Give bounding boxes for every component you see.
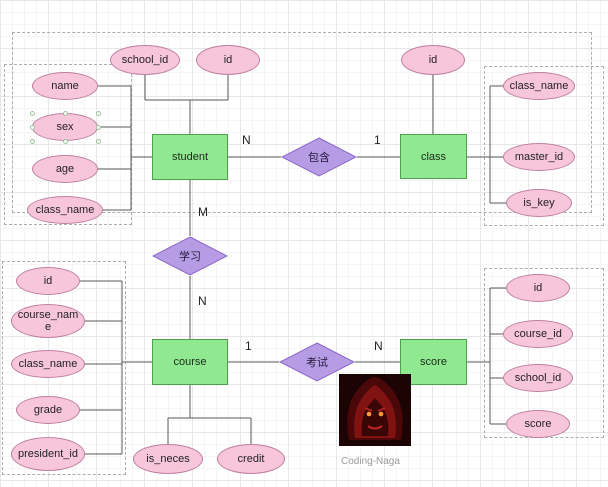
- connector-score-right-attributes[interactable]: [467, 287, 506, 425]
- attribute-credit[interactable]: credit: [217, 444, 285, 474]
- resize-handle[interactable]: [63, 111, 68, 116]
- diamond-shape: [281, 137, 357, 177]
- cardinality-course-study: N: [198, 294, 207, 308]
- relationship-label: 学习: [179, 251, 201, 263]
- attribute-student-class_name[interactable]: class_name: [27, 196, 103, 224]
- relationship-label: 考试: [306, 357, 328, 369]
- cardinality-score-exam: N: [374, 339, 383, 353]
- cardinality-student-study: M: [198, 205, 208, 219]
- resize-handle[interactable]: [30, 139, 35, 144]
- relationship-study[interactable]: 学习: [152, 236, 228, 276]
- attribute-name[interactable]: name: [32, 72, 98, 100]
- attribute-grade[interactable]: grade: [16, 396, 80, 424]
- resize-handle[interactable]: [63, 139, 68, 144]
- attribute-age[interactable]: age: [32, 155, 98, 183]
- selection-marquee-class-attrs: [484, 66, 604, 226]
- watermark-caption: Coding-Naga: [341, 456, 400, 467]
- attribute-school_id[interactable]: school_id: [110, 45, 180, 75]
- attribute-class-id[interactable]: id: [401, 45, 465, 75]
- coding-naga-image: [339, 374, 411, 446]
- resize-handle[interactable]: [96, 111, 101, 116]
- entity-student[interactable]: student: [152, 134, 228, 180]
- attribute-course_name[interactable]: course_name: [11, 304, 85, 338]
- cardinality-class-contains: 1: [374, 133, 381, 147]
- resize-handle[interactable]: [30, 111, 35, 116]
- selection-marquee-top: [12, 32, 592, 213]
- connector-course-bottom-attributes[interactable]: [167, 385, 252, 444]
- connector-class-right-attributes[interactable]: [467, 85, 506, 204]
- attribute-score-score[interactable]: score: [506, 410, 570, 438]
- attribute-score-id[interactable]: id: [506, 274, 570, 302]
- diamond-shape: [279, 342, 355, 382]
- resize-handle[interactable]: [96, 139, 101, 144]
- diamond-shape: [152, 236, 228, 276]
- attribute-master_id[interactable]: master_id: [503, 143, 575, 171]
- entity-class[interactable]: class: [400, 134, 467, 179]
- connector-student-top-attributes[interactable]: [144, 75, 229, 134]
- attribute-president_id[interactable]: president_id: [11, 437, 85, 471]
- cardinality-student-contains: N: [242, 133, 251, 147]
- attribute-course_id[interactable]: course_id: [503, 320, 573, 348]
- attribute-class-class_name[interactable]: class_name: [503, 72, 575, 100]
- resize-handle[interactable]: [96, 125, 101, 130]
- relationship-contains[interactable]: 包含: [281, 137, 357, 177]
- relationship-exam[interactable]: 考试: [279, 342, 355, 382]
- cardinality-course-exam: 1: [245, 339, 252, 353]
- attribute-student-id[interactable]: id: [196, 45, 260, 75]
- entity-course[interactable]: course: [152, 339, 228, 385]
- attribute-is_neces[interactable]: is_neces: [133, 444, 203, 474]
- attribute-course-id[interactable]: id: [16, 267, 80, 295]
- relationship-label: 包含: [308, 152, 330, 164]
- attribute-sex[interactable]: sex: [32, 113, 98, 141]
- selection-marquee-course-attrs: [2, 261, 126, 475]
- connector-student-left-attributes[interactable]: [98, 85, 152, 211]
- attribute-course-class_name[interactable]: class_name: [11, 350, 85, 378]
- resize-handle[interactable]: [30, 125, 35, 130]
- entity-score[interactable]: score: [400, 339, 467, 385]
- connector-course-left-attributes[interactable]: [80, 280, 152, 455]
- attribute-is_key[interactable]: is_key: [506, 189, 572, 217]
- attribute-score-school_id[interactable]: school_id: [503, 364, 573, 392]
